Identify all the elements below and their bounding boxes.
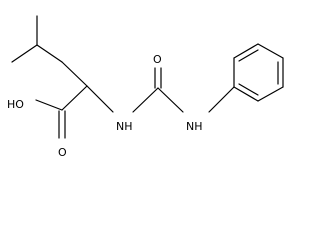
ring-bond-2 [233, 43, 259, 59]
bond-alpha-carboxyl [61, 85, 88, 111]
bond-ch2-alpha [61, 61, 88, 87]
bond-nh-phenyl [208, 86, 235, 113]
urea-alpha-nh-label: NH [116, 120, 133, 133]
ring-bond-3 [257, 43, 284, 59]
ring-double-bond-1 [238, 49, 259, 62]
bond-methyl-2 [36, 44, 63, 63]
bond-methyl-1 [11, 44, 38, 63]
bond-nh-urea-carbon [132, 87, 159, 113]
bond-urea-carbon-nh [157, 87, 184, 113]
acid-carbonyl-oxygen-label: O [58, 146, 67, 159]
urea-phenyl-nh-label: NH [186, 120, 203, 133]
structure-diagram: HO O NH O NH [7, 15, 284, 159]
bond-carboxyl-hydroxyl [35, 99, 63, 111]
ring-bond-6 [233, 86, 259, 102]
ring-double-bond-3 [238, 83, 259, 96]
bond-alpha-nh [86, 85, 114, 113]
hydroxyl-label: HO [7, 98, 24, 111]
phenyl-ring [233, 43, 284, 102]
urea-carbonyl-oxygen-label: O [153, 53, 162, 66]
ring-bond-5 [257, 86, 284, 102]
